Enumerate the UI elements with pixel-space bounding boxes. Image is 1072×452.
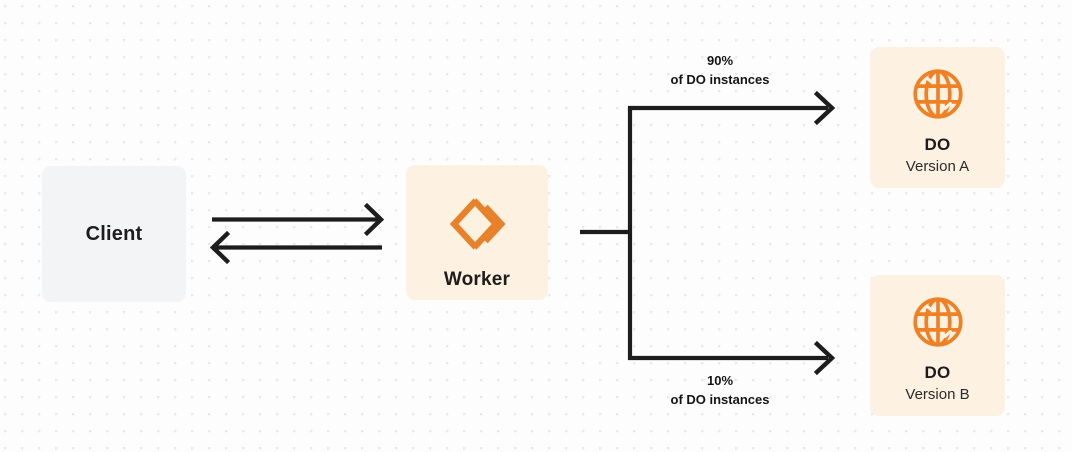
edge-worker-to-do-a bbox=[628, 90, 836, 126]
node-worker-label: Worker bbox=[443, 269, 511, 290]
node-do-version-a-title: DO bbox=[924, 135, 951, 154]
node-do-version-b-title: DO bbox=[924, 363, 951, 382]
edge-label-do-b-text: of DO instances bbox=[670, 391, 770, 407]
edge-client-to-worker bbox=[212, 202, 385, 237]
node-do-version-b[interactable]: DO Version B bbox=[870, 275, 1005, 416]
node-client-label: Client bbox=[85, 222, 143, 245]
edge-label-do-a: 90% of DO instances bbox=[618, 52, 822, 90]
globe-icon bbox=[910, 294, 966, 350]
edge-label-do-a-percent: 90% bbox=[706, 53, 734, 68]
edge-label-do-a-text: of DO instances bbox=[670, 71, 770, 87]
node-worker[interactable]: Worker bbox=[406, 165, 548, 300]
edge-worker-split-trunk bbox=[580, 106, 633, 360]
node-client[interactable]: Client bbox=[42, 166, 186, 302]
node-do-version-b-subtitle: Version B bbox=[905, 386, 970, 403]
edge-worker-to-client bbox=[209, 230, 382, 265]
node-do-version-a[interactable]: DO Version A bbox=[870, 47, 1005, 188]
edge-label-do-b: 10% of DO instances bbox=[618, 372, 822, 410]
globe-icon bbox=[910, 66, 966, 122]
node-do-version-a-subtitle: Version A bbox=[905, 158, 970, 175]
edge-worker-to-do-b bbox=[628, 340, 836, 376]
cloudflare-workers-icon bbox=[446, 193, 508, 255]
edge-label-do-b-percent: 10% bbox=[706, 373, 734, 388]
